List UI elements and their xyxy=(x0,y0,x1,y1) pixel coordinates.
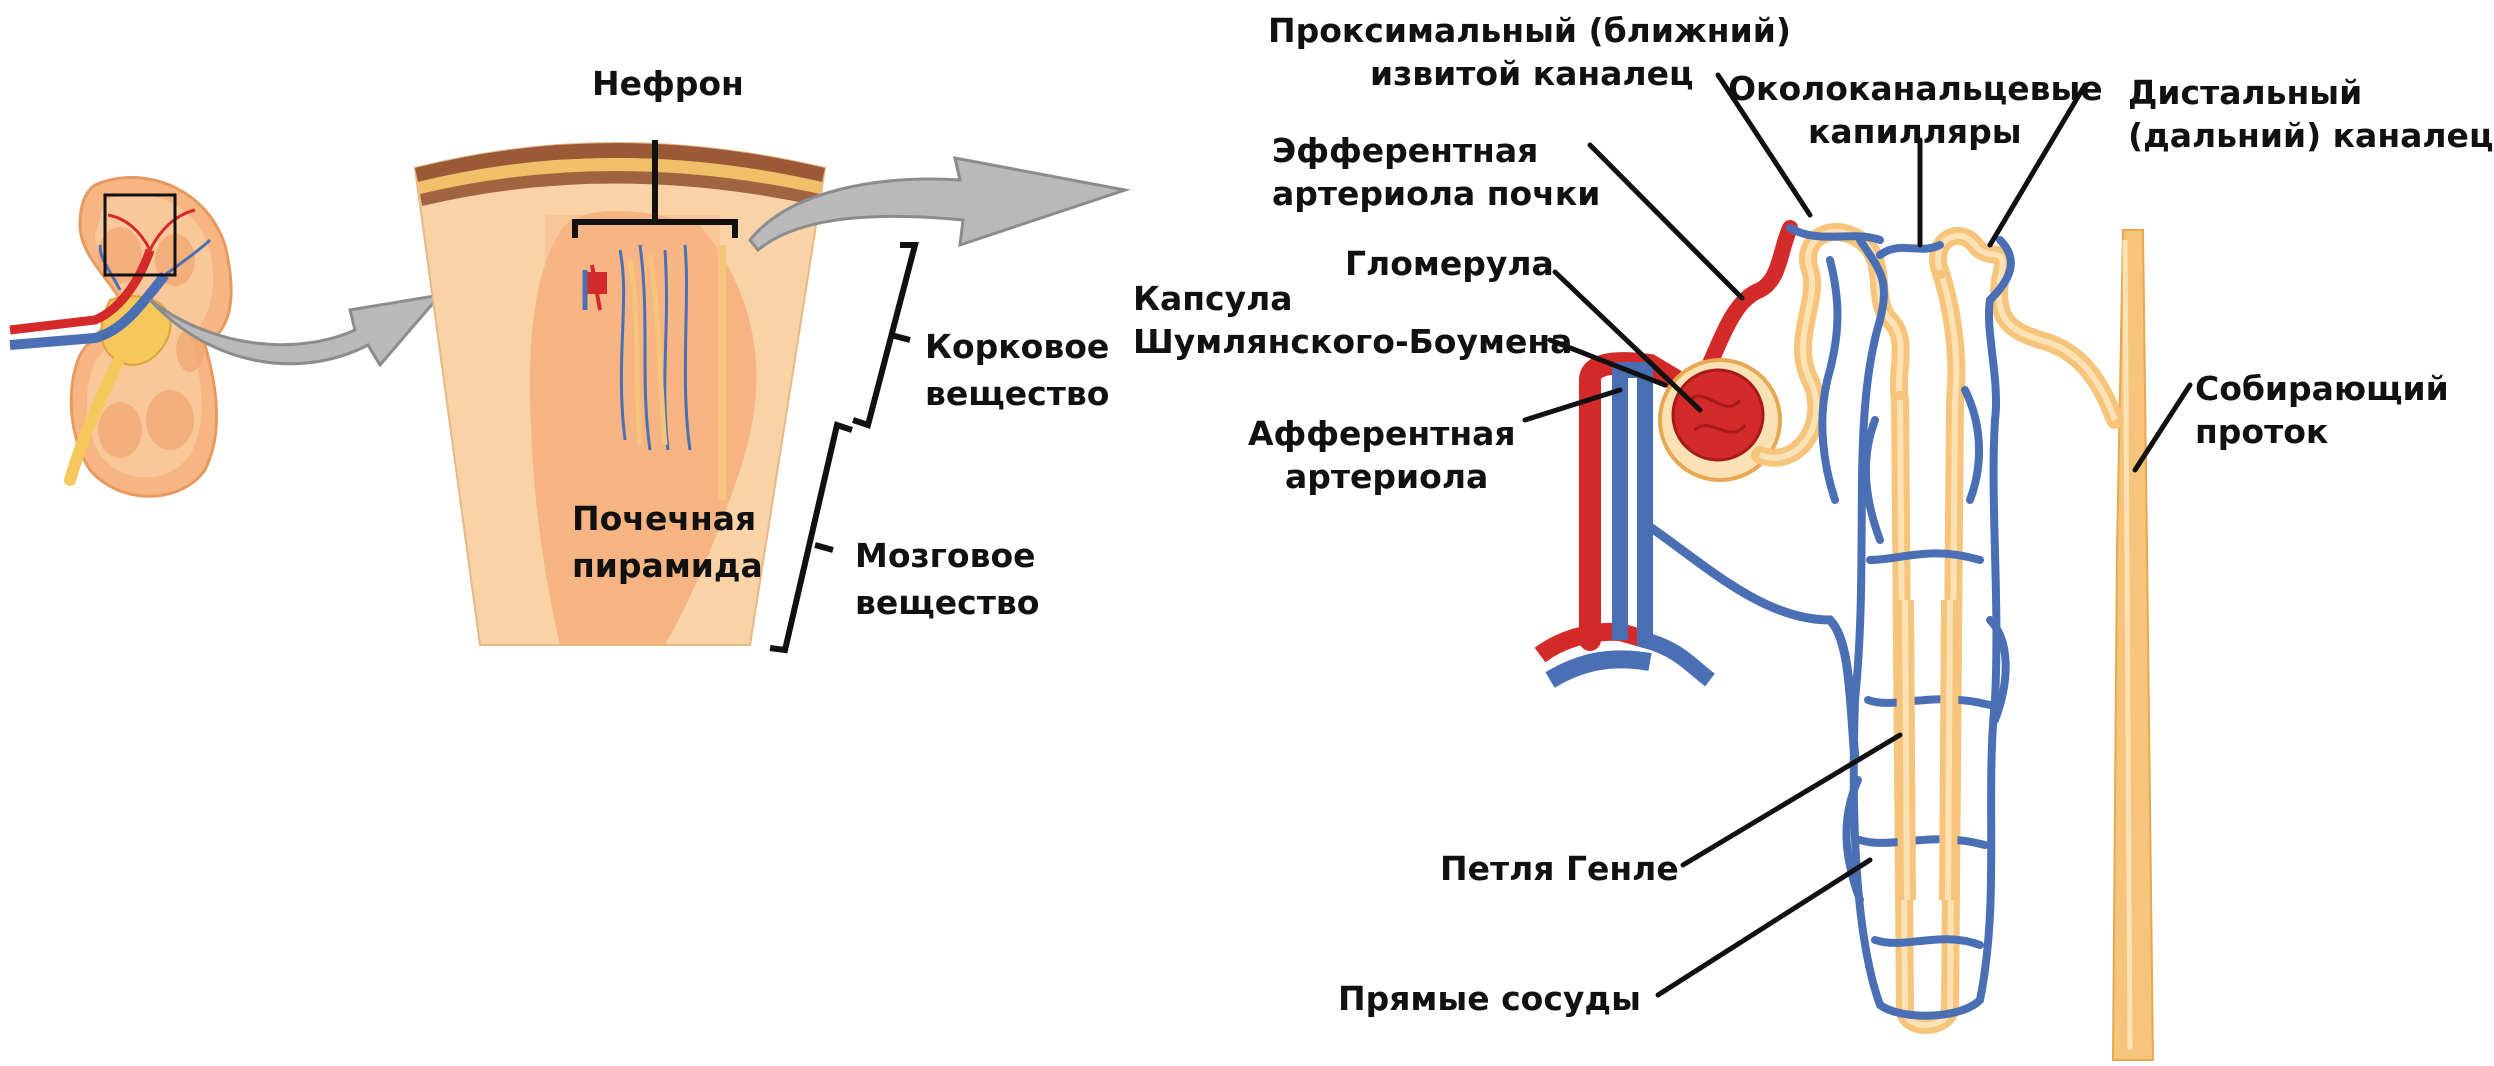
label-distal-l2: (дальний) каналец xyxy=(2128,116,2493,155)
label-proximal-l1: Проксимальный (ближний) xyxy=(1268,11,1791,50)
label-afferent-l2: артериола xyxy=(1285,457,1488,496)
leader-vasa-recta xyxy=(1658,860,1870,995)
label-peritubular-l1: Околоканальцевые xyxy=(1728,69,2103,108)
label-collecting-l1: Собирающий xyxy=(2195,369,2449,408)
label-efferent-l1: Эфферентная xyxy=(1272,131,1538,170)
label-medulla-l2: вещество xyxy=(855,583,1039,622)
label-distal-l1: Дистальный xyxy=(2128,73,2362,112)
collecting-duct xyxy=(2113,230,2153,1060)
cortex-bracket xyxy=(853,245,915,425)
label-efferent-l2: артериола почки xyxy=(1272,174,1600,213)
label-vasa-recta: Прямые сосуды xyxy=(1338,979,1641,1018)
leader-distal xyxy=(1990,85,2085,245)
label-medulla-l1: Мозговое xyxy=(855,536,1036,575)
glomerulus xyxy=(1673,370,1763,460)
label-pyramid-l2: пирамида xyxy=(572,546,763,585)
leader-efferent xyxy=(1590,145,1742,298)
label-nephron: Нефрон xyxy=(592,64,744,103)
label-capsule-l2: Шумлянского-Боумена xyxy=(1133,322,1572,361)
leader-afferent xyxy=(1525,390,1620,420)
label-pyramid-l1: Почечная xyxy=(572,499,756,538)
label-afferent-l1: Афферентная xyxy=(1248,414,1516,453)
label-collecting-l2: проток xyxy=(2195,412,2328,451)
label-glomerulus: Гломерула xyxy=(1345,244,1554,283)
efferent-arteriole xyxy=(1705,228,1790,375)
label-cortex-l1: Корковое xyxy=(925,327,1109,366)
label-capsule-l1: Капсула xyxy=(1133,279,1293,318)
nephron-detail xyxy=(1540,228,2153,1060)
medulla-bracket xyxy=(770,425,852,650)
label-proximal-l2: извитой каналец xyxy=(1370,54,1693,93)
label-henle: Петля Генле xyxy=(1440,849,1679,888)
label-peritubular-l2: капилляры xyxy=(1808,112,2022,151)
label-cortex-l2: вещество xyxy=(925,374,1109,413)
